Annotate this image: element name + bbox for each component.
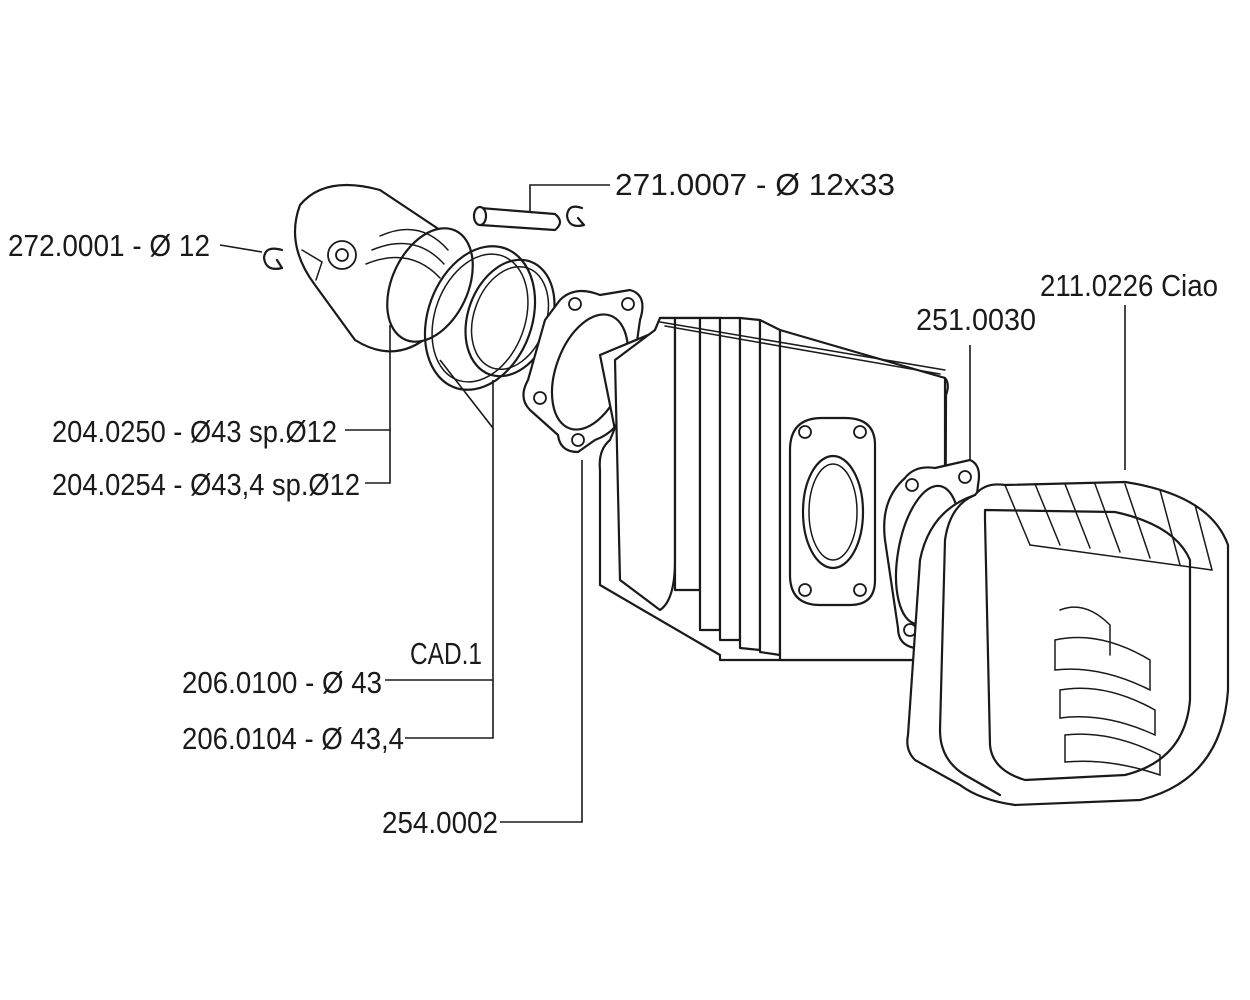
piston-pin	[472, 205, 562, 232]
cylinder-head	[906, 480, 1230, 807]
label-piston-a: 204.0250 - Ø43 sp.Ø12	[52, 414, 337, 449]
label-ring-b: 206.0104 - Ø 43,4	[182, 721, 404, 756]
label-head-gasket: 251.0030	[916, 302, 1036, 337]
label-piston-pin: 271.0007 - Ø 12x33	[615, 167, 895, 202]
pin-clip-left	[262, 247, 284, 270]
label-rings-qty: CAD.1	[410, 636, 482, 671]
label-base-gasket: 254.0002	[382, 805, 498, 840]
pin-clip-right	[565, 205, 586, 228]
label-cylinder-kit: 211.0226 Ciao	[1040, 268, 1218, 303]
leader-lines	[219, 184, 1126, 823]
label-piston-b: 204.0254 - Ø43,4 sp.Ø12	[52, 467, 360, 502]
piston	[293, 183, 474, 353]
label-pin-clip: 272.0001 - Ø 12	[8, 228, 210, 263]
part-labels: 271.0007 - Ø 12x33 272.0001 - Ø 12 211.0…	[8, 167, 1218, 840]
label-ring-a: 206.0100 - Ø 43	[182, 665, 382, 700]
